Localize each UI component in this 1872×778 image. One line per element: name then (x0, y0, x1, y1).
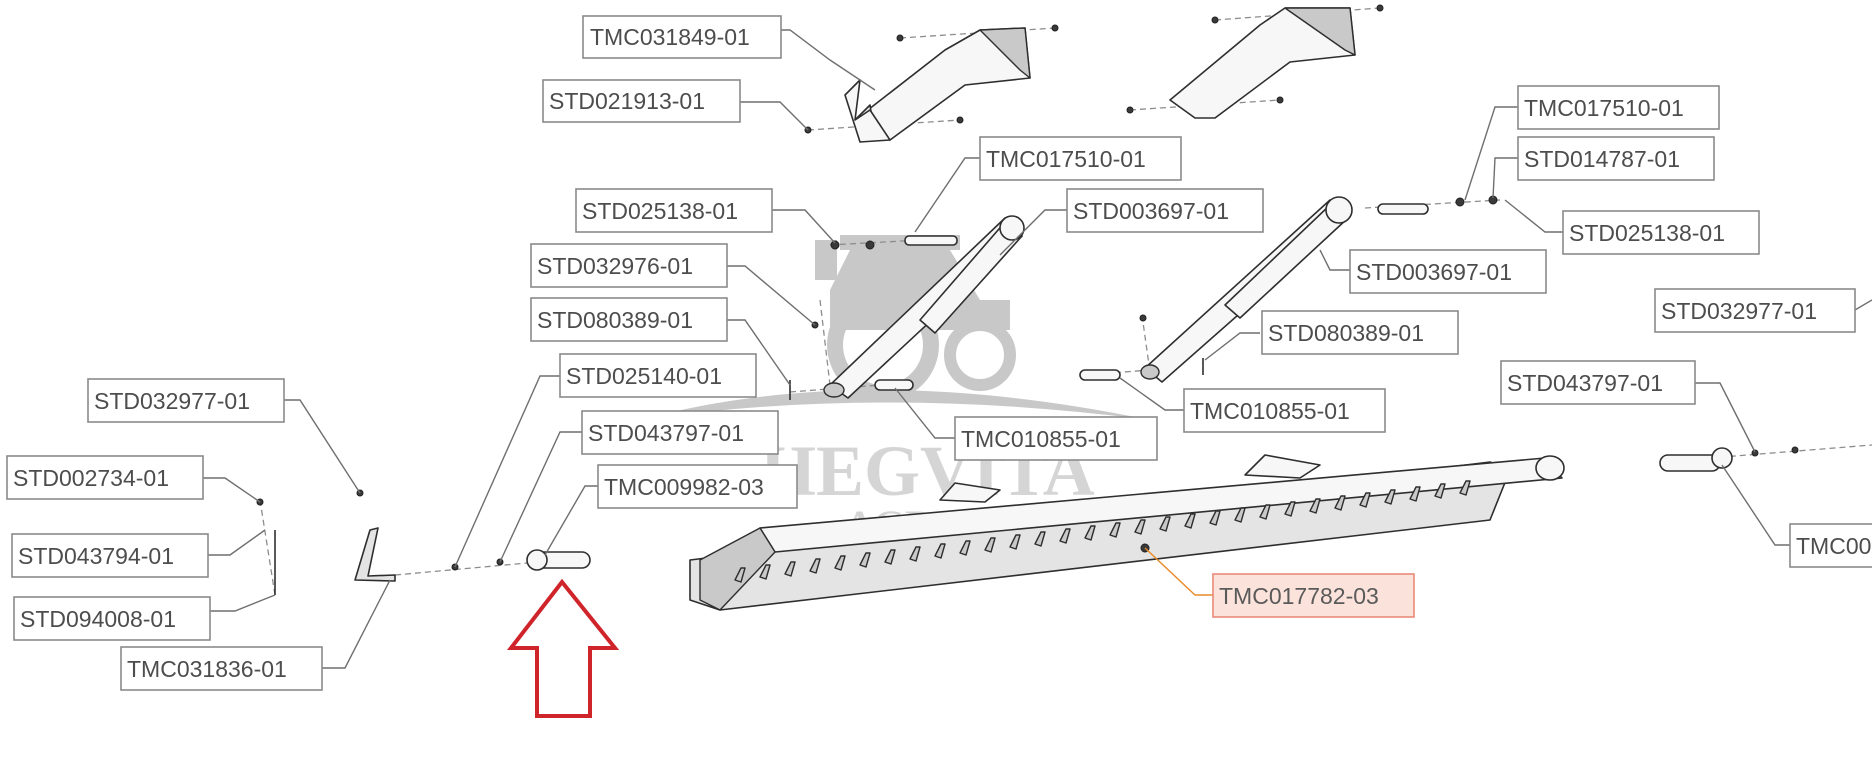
red-up-arrow-icon (506, 578, 620, 718)
part-label-text: STD032977-01 (94, 388, 250, 414)
part-label: STD043794-01 (11, 533, 209, 578)
leader-lines (203, 29, 1872, 669)
pin-assembly-right (1659, 446, 1799, 472)
part-label: STD043797-01 (1500, 360, 1696, 405)
part-label: STD032977-01 (87, 378, 285, 423)
part-label: STD032976-01 (530, 243, 728, 288)
part-label: STD021913-01 (542, 79, 741, 123)
part-label: TMC017510-01 (979, 136, 1182, 181)
knife-fingers (734, 480, 1471, 583)
part-label: TMC031849-01 (582, 15, 782, 59)
part-number-labels: TMC031849-01 STD021913-01 TMC017510-01 S… (6, 15, 1872, 691)
part-label-text: TMC010855-01 (1190, 398, 1350, 424)
part-label-text: TMC009982-03 (604, 474, 764, 500)
part-label-text: STD025138-01 (1569, 220, 1725, 246)
part-label-text: TMC017782-03 (1219, 583, 1379, 609)
part-label: TMC031836-01 (120, 646, 323, 691)
part-label: TMC009982-03 (597, 464, 798, 509)
part-label: TMC00 (1789, 523, 1872, 568)
part-label-text: STD025140-01 (566, 363, 722, 389)
part-label-text: STD014787-01 (1524, 146, 1680, 172)
part-label-text: TMC031836-01 (127, 656, 287, 682)
part-label-text: TMC00 (1796, 533, 1871, 559)
part-label: STD014787-01 (1517, 136, 1715, 181)
hydraulic-cylinder-right (1079, 195, 1498, 383)
part-label: TMC017510-01 (1517, 85, 1720, 130)
part-label-text: TMC010855-01 (961, 426, 1121, 452)
part-label: STD043797-01 (581, 410, 779, 455)
part-label: STD094008-01 (13, 596, 211, 641)
hydraulic-cylinder-left (789, 215, 1025, 400)
part-label-text: STD021913-01 (549, 88, 705, 114)
part-label: STD080389-01 (1261, 310, 1459, 355)
part-label: STD003697-01 (1349, 249, 1547, 294)
part-label: STD002734-01 (6, 455, 204, 500)
part-label-text: STD032977-01 (1661, 298, 1817, 324)
part-label: STD025140-01 (559, 353, 757, 398)
part-label-text: STD094008-01 (20, 606, 176, 632)
part-label: STD025138-01 (1562, 210, 1760, 255)
part-label: STD025138-01 (575, 188, 773, 233)
part-label-text: TMC031849-01 (590, 24, 750, 50)
part-label-text: TMC017510-01 (1524, 95, 1684, 121)
part-label: TMC010855-01 (954, 416, 1158, 461)
part-label: TMC010855-01 (1183, 388, 1386, 433)
part-label-text: STD032976-01 (537, 253, 693, 279)
part-label-text: TMC017510-01 (986, 146, 1146, 172)
watermark-arc (640, 390, 1150, 420)
part-label-text: STD043794-01 (18, 543, 174, 569)
part-label-text: STD003697-01 (1073, 198, 1229, 224)
part-label-text: STD043797-01 (1507, 370, 1663, 396)
part-label-text: STD002734-01 (13, 465, 169, 491)
part-label-text: STD003697-01 (1356, 259, 1512, 285)
cover-guard-right (1126, 4, 1384, 119)
part-label-text: STD025138-01 (582, 198, 738, 224)
part-label: STD003697-01 (1066, 188, 1264, 233)
part-label-text: STD080389-01 (1268, 320, 1424, 346)
linkage-rod-left (256, 489, 591, 595)
part-label: STD080389-01 (530, 297, 728, 342)
part-label-highlighted: TMC017782-03 (1212, 573, 1415, 618)
part-label-text: STD043797-01 (588, 420, 744, 446)
part-label-text: STD080389-01 (537, 307, 693, 333)
cover-guard-left (804, 24, 1059, 143)
knife-bar-assembly (689, 454, 1565, 611)
part-label: STD032977-01 (1654, 288, 1856, 333)
